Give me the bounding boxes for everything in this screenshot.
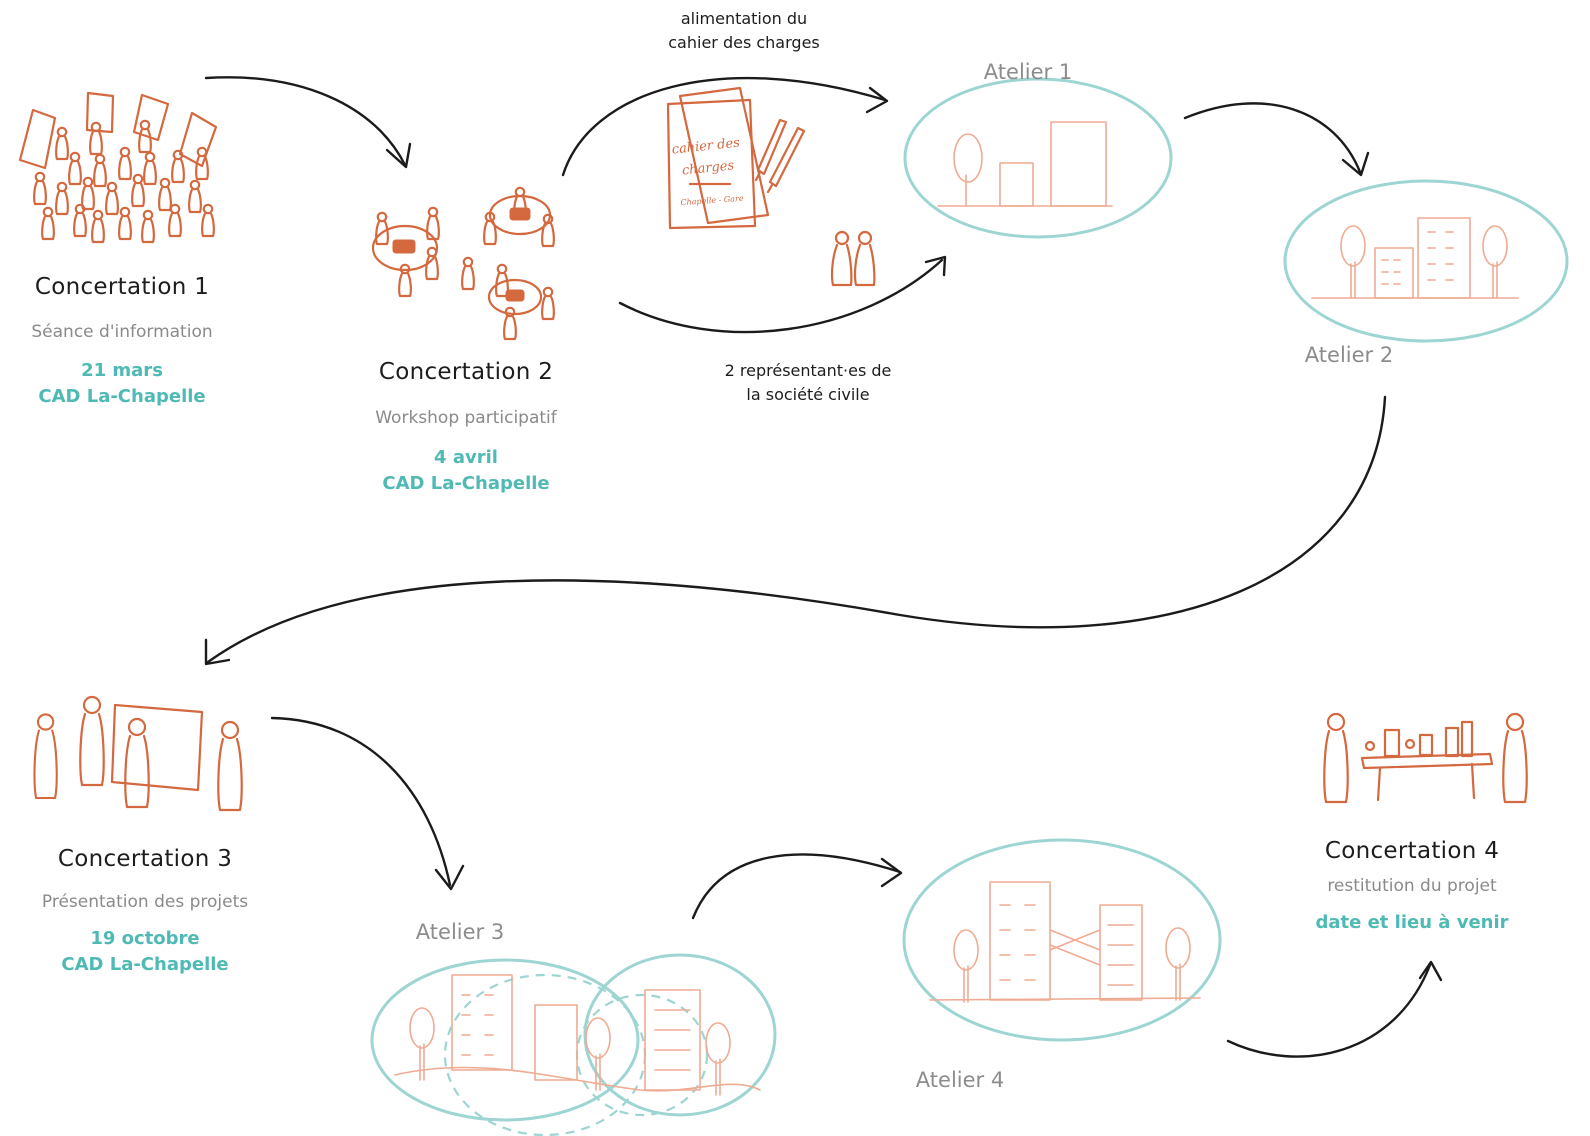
atelier-3-vignette (370, 953, 777, 1136)
representants-annotation-line-2: la société civile (746, 385, 870, 404)
concertation-2-place: CAD La-Chapelle (382, 473, 550, 494)
atelier-4-label: Atelier 4 (915, 1068, 1005, 1092)
cahier-des-charges-illustration (666, 86, 806, 230)
arrow-c3-atelier3 (270, 716, 452, 887)
arrowhead-representants-atelier1 (924, 255, 947, 277)
arrow-atelier1-atelier2 (1183, 102, 1362, 174)
concertation-4-title: Concertation 4 (1324, 838, 1500, 864)
representants-illustration (830, 230, 876, 287)
arrow-atelier3-atelier4 (691, 853, 902, 920)
concertation-3-date: 19 octobre (90, 928, 200, 949)
atelier-1-label: Atelier 1 (983, 60, 1073, 84)
concertation-3-subtitle: Présentation des projets (41, 892, 249, 912)
workshop-tables-illustration (371, 186, 555, 341)
cahier-annotation-line-2: cahier des charges (668, 33, 820, 52)
concertation-3-title: Concertation 3 (57, 846, 233, 872)
arrowhead-c2-atelier1 (865, 86, 889, 114)
concertation-3-place: CAD La-Chapelle (61, 954, 229, 975)
atelier-1-vignette (903, 77, 1173, 239)
concertation-2-date: 4 avril (434, 447, 498, 468)
arrowhead-c1-c2 (385, 142, 412, 169)
flow-arrows (204, 76, 1443, 1058)
concertation-1-place: CAD La-Chapelle (38, 386, 206, 407)
concertation-1-date: 21 mars (81, 360, 163, 381)
document-title: cahier des charges (671, 133, 744, 184)
arrow-c1-c2 (204, 76, 407, 167)
concertation-2-subtitle: Workshop participatif (375, 408, 557, 428)
concertation-2-title: Concertation 2 (378, 359, 554, 385)
crowd-illustration (18, 91, 218, 244)
concertation-1-subtitle: Séance d'information (31, 322, 213, 342)
cahier-annotation-line-1: alimentation du (680, 9, 808, 28)
arrowhead-atelier2-c3 (204, 638, 231, 666)
arrow-atelier4-c4 (1226, 963, 1432, 1058)
arrow-c2-atelier1 (561, 76, 887, 177)
arrow-representants-atelier1 (618, 258, 944, 334)
atelier-3-label: Atelier 3 (415, 920, 505, 944)
concertation-4-date-place: date et lieu à venir (1315, 912, 1509, 933)
arrowhead-atelier4-c4 (1418, 960, 1443, 982)
arrowhead-c3-atelier3 (434, 864, 465, 891)
restitution-illustration (1323, 712, 1528, 804)
arrowhead-atelier3-atelier4 (880, 857, 903, 888)
concertation-1-title: Concertation 1 (34, 274, 210, 300)
atelier-2-label: Atelier 2 (1304, 343, 1394, 367)
arrowhead-atelier1-atelier2 (1341, 151, 1370, 177)
atelier-4-vignette (902, 838, 1222, 1042)
concertation-4-subtitle: restitution du projet (1327, 876, 1497, 896)
atelier-2-vignette (1283, 179, 1569, 343)
representants-annotation-line-1: 2 représentant·es de (724, 361, 892, 380)
presentation-illustration (33, 695, 243, 812)
arrow-atelier2-c3 (206, 395, 1387, 664)
